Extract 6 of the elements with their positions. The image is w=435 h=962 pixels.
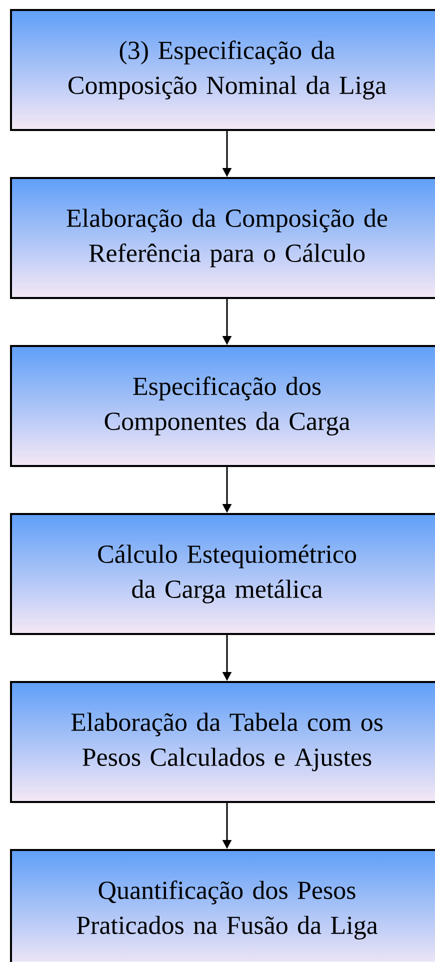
process-box: Elaboração da Tabela com os Pesos Calculados e Ajustes xyxy=(10,681,435,803)
process-box: Especificação dos Componentes da Carga xyxy=(10,345,435,467)
process-box: Cálculo Estequiométrico da Carga metálica xyxy=(10,513,435,635)
process-box: (3) Especificação da Composição Nominal da Liga xyxy=(10,9,435,131)
process-box: Quantificação dos Pesos Praticados na Fusão da Liga xyxy=(10,849,435,962)
process-box: Elaboração da Composição de Referência para o Cálculo xyxy=(10,177,435,299)
